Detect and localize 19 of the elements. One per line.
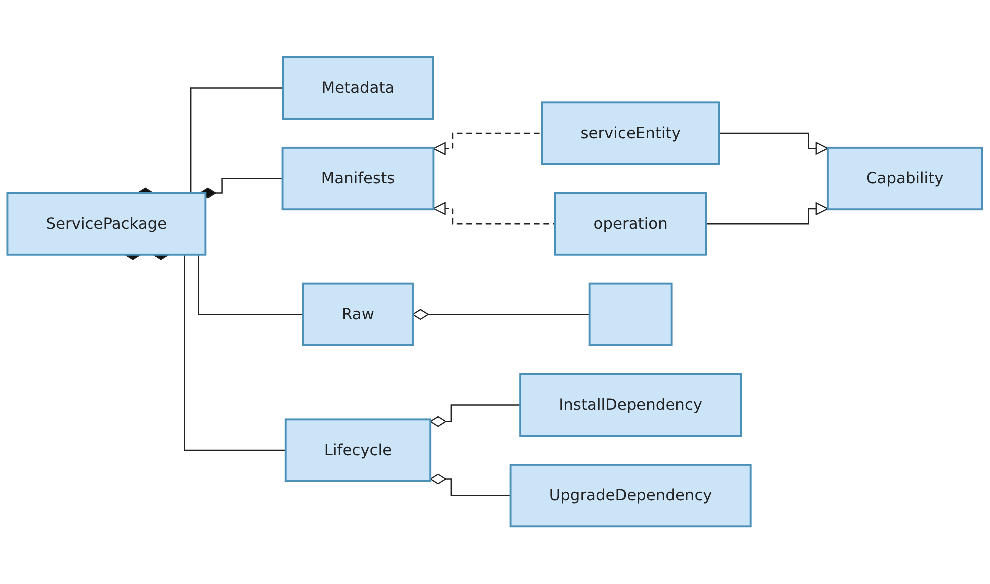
connector bbox=[200, 178, 283, 199]
node-box bbox=[588, 282, 673, 346]
node-box: serviceEntity bbox=[541, 102, 720, 166]
arrow bbox=[720, 132, 829, 155]
arrow bbox=[433, 202, 556, 225]
node-box: Capability bbox=[826, 146, 984, 211]
node-box: Raw bbox=[302, 282, 414, 346]
node-box: ServicePackage bbox=[6, 192, 207, 256]
node-box: UpgradeDependency bbox=[510, 464, 752, 528]
connector bbox=[412, 309, 590, 320]
node-box: Metadata bbox=[282, 56, 434, 120]
node-box: Lifecycle bbox=[284, 418, 432, 482]
arrow bbox=[706, 202, 829, 225]
node-box: operation bbox=[554, 192, 708, 256]
connector bbox=[430, 474, 511, 496]
node-box: InstallDependency bbox=[520, 373, 742, 438]
connector bbox=[430, 404, 521, 428]
arrow bbox=[433, 132, 542, 156]
node-box: Manifests bbox=[282, 146, 435, 211]
